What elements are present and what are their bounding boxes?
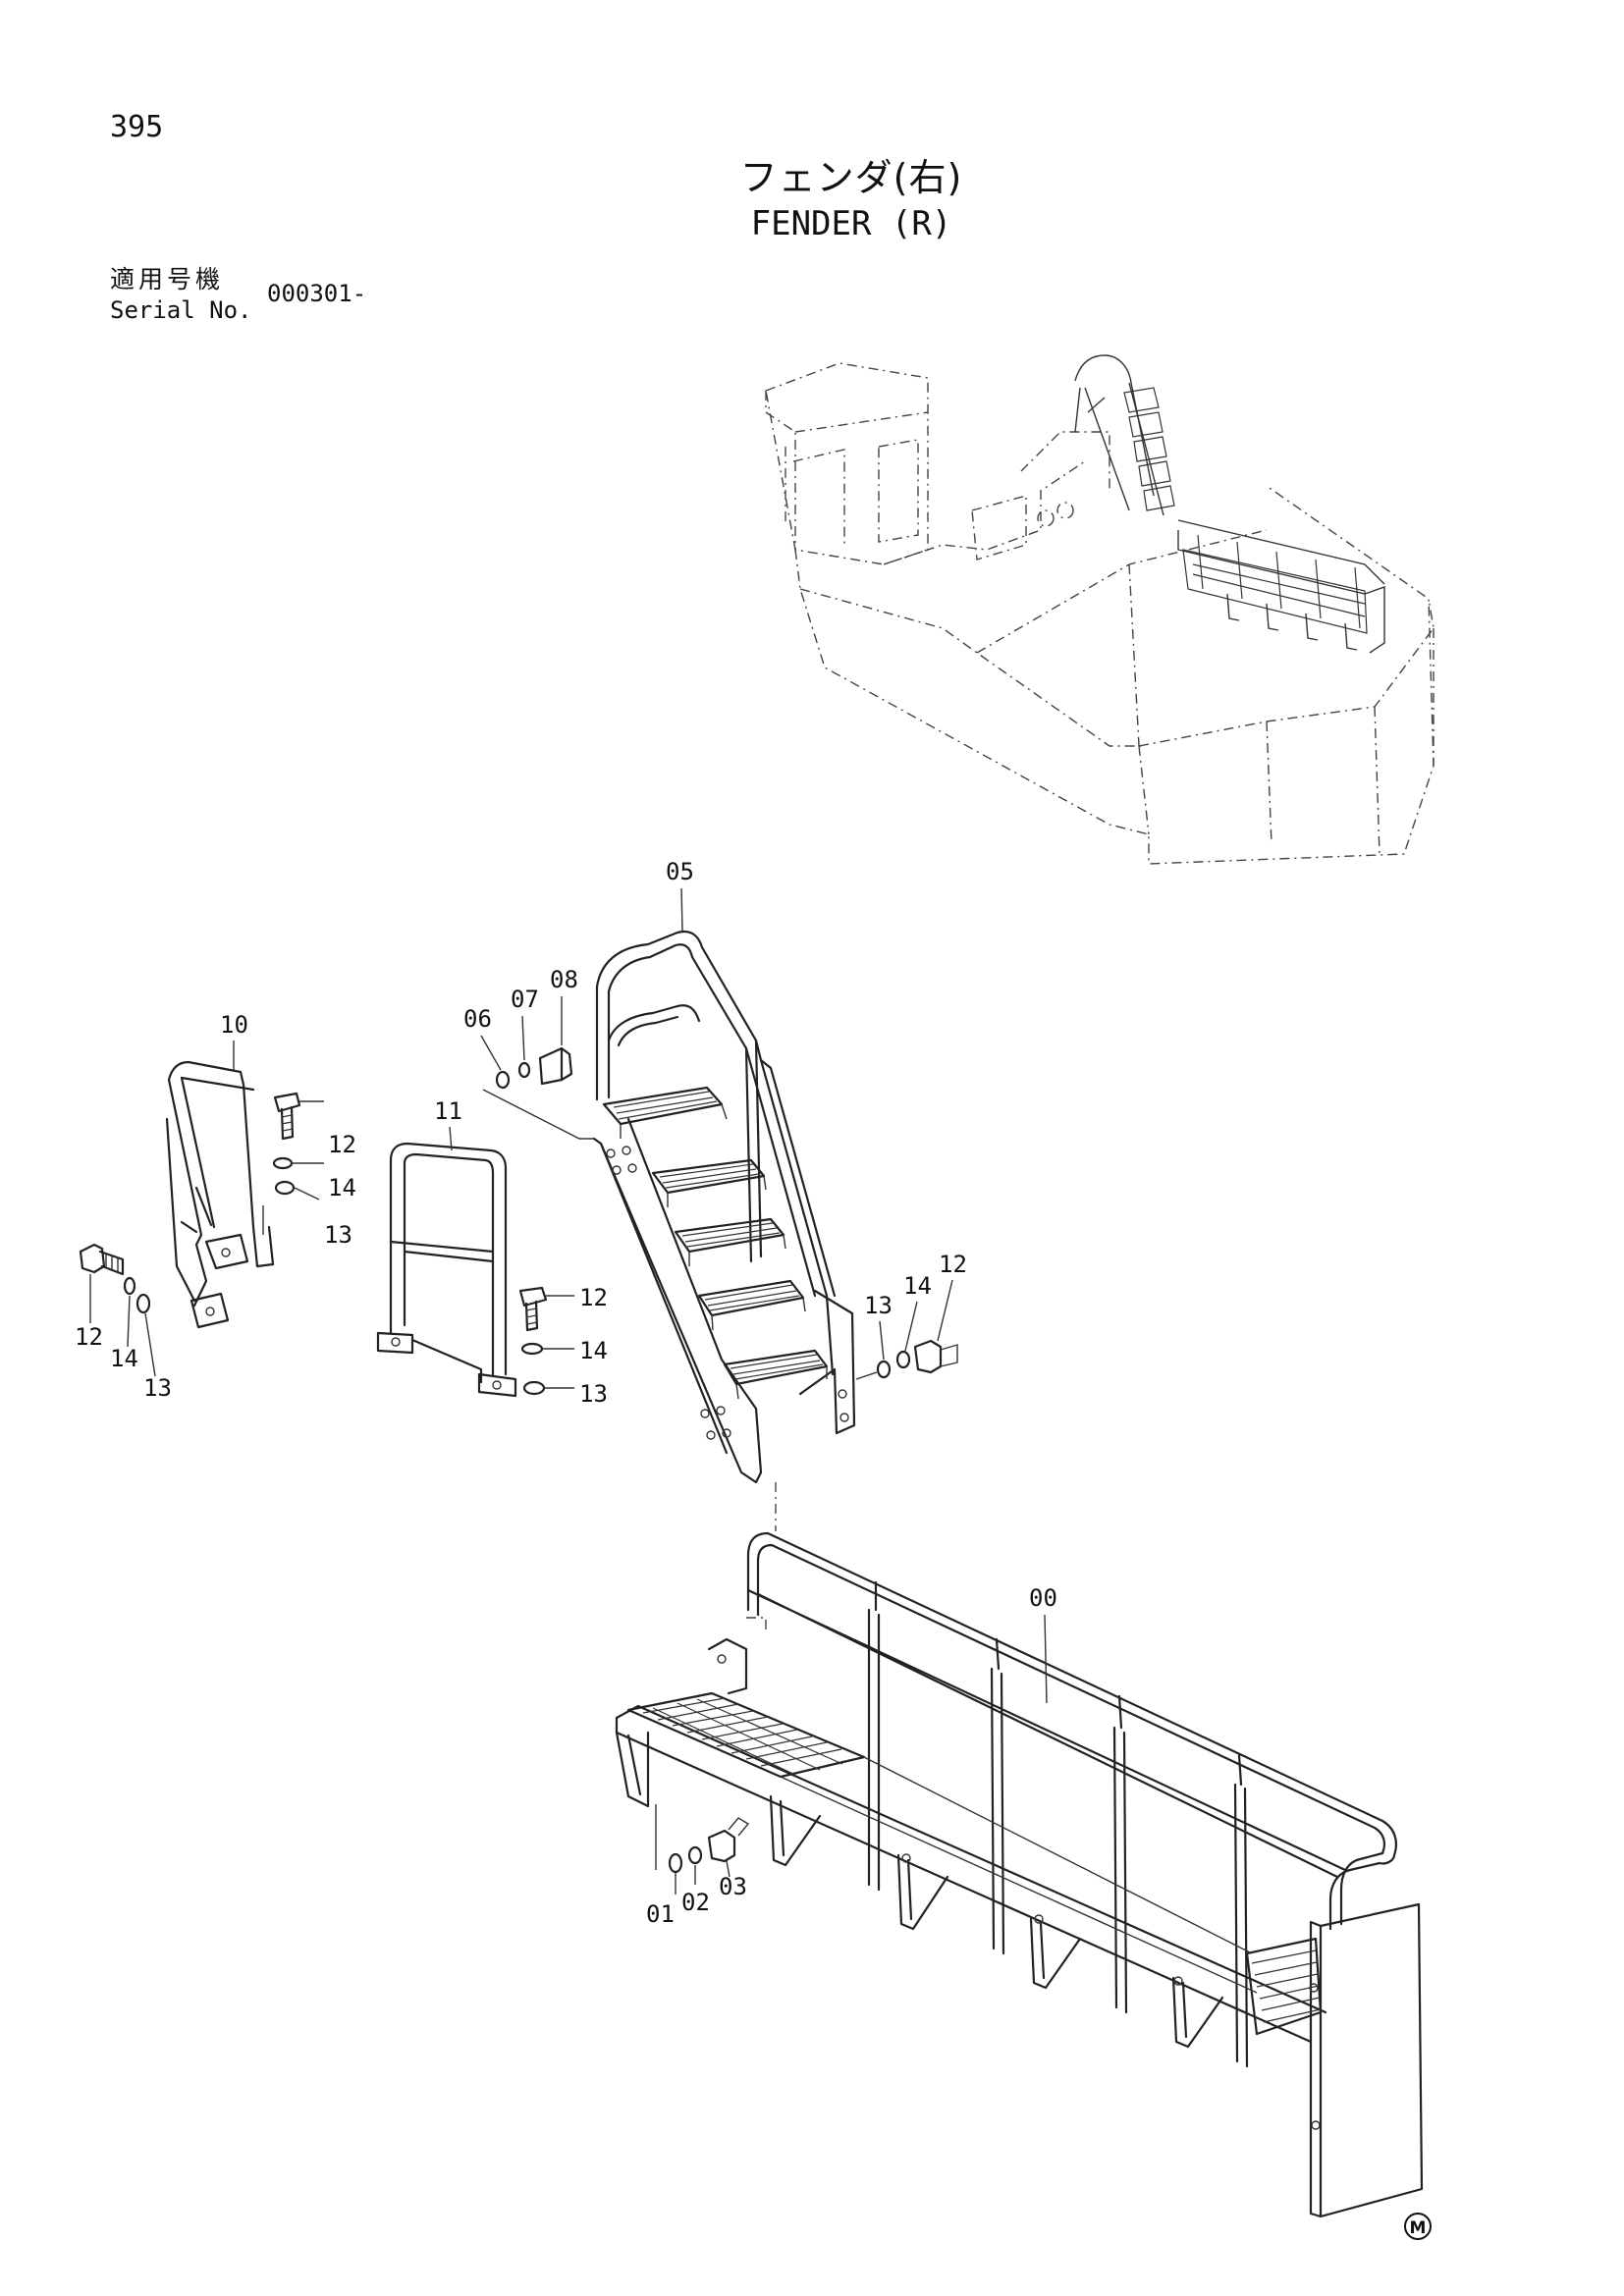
part-11-handrail: [376, 1142, 517, 1398]
label-part-06: 06: [463, 1005, 492, 1033]
label-part-14-c: 14: [579, 1337, 608, 1364]
label-part-12-c: 12: [579, 1284, 608, 1311]
label-part-12-b: 12: [75, 1323, 103, 1351]
label-part-14-d: 14: [903, 1272, 932, 1300]
label-part-13-a: 13: [324, 1221, 352, 1249]
label-part-07: 07: [511, 986, 539, 1013]
part-05-stairway: [482, 930, 856, 1531]
part-00-fender-platform: [615, 1531, 1424, 2218]
label-part-08: 08: [550, 966, 578, 993]
label-part-13-b: 13: [143, 1374, 172, 1402]
part-10-handrail: [165, 1060, 275, 1329]
label-part-03: 03: [719, 1873, 747, 1900]
fasteners: [79, 1046, 958, 1874]
circled-m-mark: M: [1404, 2213, 1432, 2240]
label-part-13-d: 13: [864, 1292, 893, 1319]
mark-letter: M: [1410, 2218, 1427, 2238]
label-part-05: 05: [666, 858, 694, 885]
part-labels: 00 01 02 03 05 06 07 08 10 11 12 14 13 1…: [75, 858, 1057, 1928]
label-part-02: 02: [681, 1889, 710, 1916]
label-part-14-a: 14: [328, 1174, 356, 1201]
label-part-12-d: 12: [939, 1251, 967, 1278]
label-part-13-c: 13: [579, 1380, 608, 1408]
machine-overview-illustration: [765, 354, 1435, 865]
label-part-14-b: 14: [110, 1345, 138, 1372]
label-part-12-a: 12: [328, 1131, 356, 1158]
page-title-english: FENDER (R): [750, 204, 952, 243]
serial-label-japanese: 適用号機: [110, 265, 225, 294]
serial-number-value: 000301-: [267, 280, 367, 307]
serial-label-english: Serial No.: [110, 296, 252, 324]
label-part-11: 11: [434, 1097, 462, 1125]
page-title-japanese: フェンダ(右): [739, 156, 963, 199]
label-part-01: 01: [646, 1900, 675, 1928]
page-number: 395: [110, 110, 164, 144]
label-part-10: 10: [220, 1011, 248, 1039]
label-part-00: 00: [1029, 1584, 1057, 1612]
